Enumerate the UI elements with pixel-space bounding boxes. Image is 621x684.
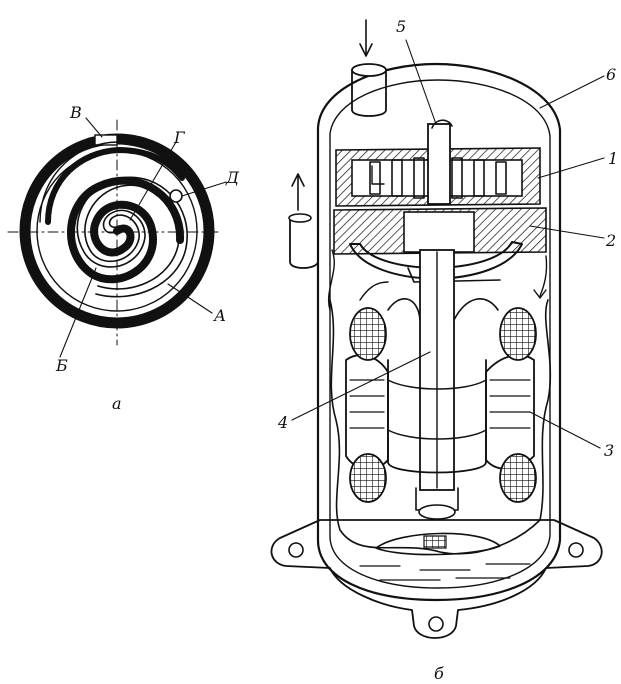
scroll-assembly: [333, 119, 547, 283]
shell: [316, 62, 562, 602]
compressor-cutaway: 5 6 1 2 3 4 б: [270, 17, 618, 683]
label-1: 1: [608, 149, 618, 168]
top-port: [351, 19, 387, 117]
oil-sump: [359, 532, 531, 581]
label-3: 3: [604, 441, 614, 460]
scroll-plates-top-view: В Г Д А Б а: [7, 103, 240, 413]
label-d: Д: [225, 168, 240, 187]
label-4: 4: [277, 413, 288, 432]
side-port: [288, 173, 319, 269]
caption-a: а: [112, 394, 122, 413]
flow-arrows: [359, 165, 548, 301]
windings: [349, 298, 537, 503]
label-g: Г: [173, 128, 186, 147]
label-v: В: [69, 103, 82, 122]
label-5: 5: [396, 17, 406, 36]
rotor: [387, 359, 487, 474]
label-2: 2: [605, 231, 616, 250]
label-b: Б: [55, 356, 68, 375]
mounting-base: [270, 519, 603, 639]
crankshaft: [415, 249, 459, 520]
moving-scroll-spiral: [76, 176, 188, 298]
port-hole: [169, 189, 183, 203]
label-6: 6: [606, 65, 616, 84]
label-a: А: [213, 306, 226, 325]
caption-b: б: [434, 664, 444, 683]
